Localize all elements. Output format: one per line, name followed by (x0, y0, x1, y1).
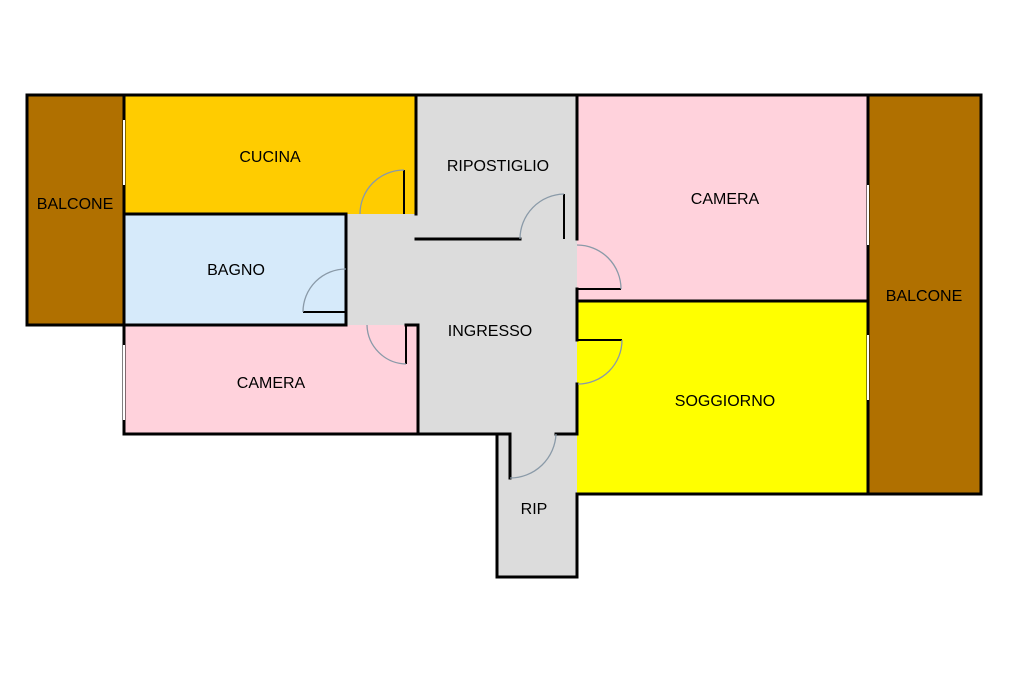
room-ingresso (346, 214, 577, 434)
label-rip: RIP (521, 501, 548, 518)
room-balcone-left (27, 95, 124, 325)
label-ingresso: INGRESSO (448, 323, 532, 340)
room-cucina (124, 95, 416, 214)
doors (302, 169, 623, 479)
windows (123, 120, 869, 420)
label-balcone-right: BALCONE (886, 288, 962, 305)
room-balcone-right (868, 95, 981, 494)
room-ripostiglio (416, 95, 577, 239)
room-bagno (124, 214, 346, 325)
label-ripostiglio: RIPOSTIGLIO (447, 158, 549, 175)
label-camera-left: CAMERA (237, 375, 306, 392)
room-camera-left (124, 325, 418, 434)
label-bagno: BAGNO (207, 262, 265, 279)
label-cucina: CUCINA (239, 149, 301, 166)
label-soggiorno: SOGGIORNO (675, 393, 775, 410)
room-soggiorno (577, 301, 868, 494)
label-camera-right: CAMERA (691, 191, 760, 208)
room-camera-right (577, 95, 868, 301)
label-balcone-left: BALCONE (37, 196, 113, 213)
